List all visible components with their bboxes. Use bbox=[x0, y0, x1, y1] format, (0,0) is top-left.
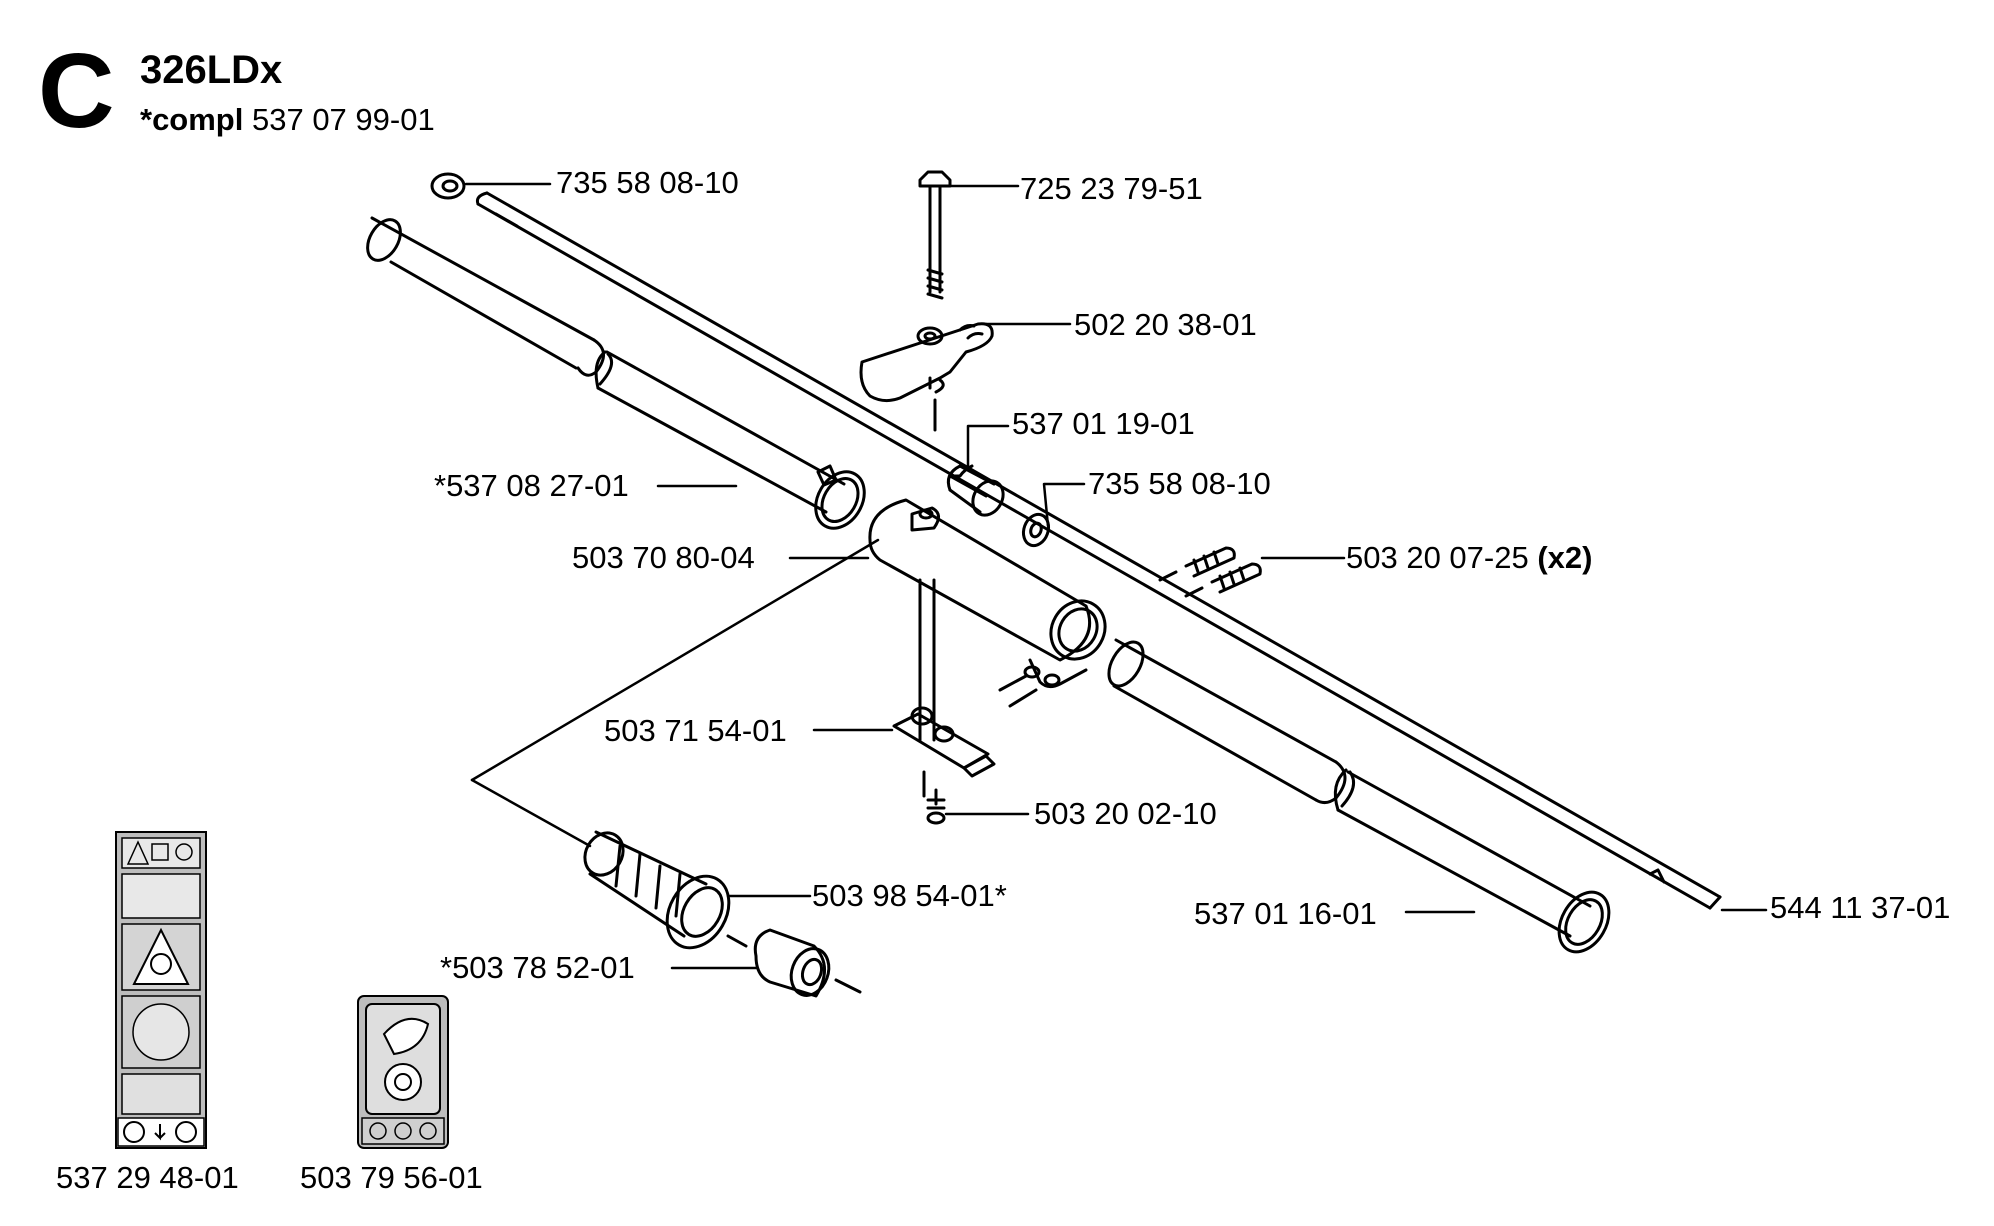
screws-number: 503 20 07-25 bbox=[1346, 540, 1529, 575]
part-label-washer-top: 735 58 08-10 bbox=[556, 165, 739, 200]
ring-drawing bbox=[726, 928, 862, 998]
upper-tube-drawing bbox=[366, 216, 866, 530]
part-label-bracket-screw: 503 20 02-10 bbox=[1034, 796, 1217, 831]
part-label-grip: 503 98 54-01* bbox=[812, 878, 1007, 913]
screws-quantity: (x2) bbox=[1537, 540, 1593, 575]
part-label-lower-tube: 537 01 16-01 bbox=[1194, 896, 1377, 931]
decal-right-drawing bbox=[357, 995, 449, 1149]
coupling-drawing bbox=[868, 498, 1107, 742]
part-label-bushing: 537 01 19-01 bbox=[1012, 406, 1195, 441]
lower-tube-drawing bbox=[1107, 638, 1611, 954]
bushing-drawing bbox=[946, 464, 1005, 517]
part-label-coupling: 503 70 80-04 bbox=[572, 540, 755, 575]
part-label-ring: *503 78 52-01 bbox=[440, 950, 635, 985]
part-label-screws: 503 20 07-25 (x2) bbox=[1346, 542, 1592, 573]
bracket-drawing bbox=[892, 706, 996, 798]
bolt-drawing bbox=[918, 170, 952, 432]
compl-number: 537 07 99-01 bbox=[251, 102, 435, 137]
part-label-decal-right: 503 79 56-01 bbox=[300, 1160, 483, 1195]
screws-drawing bbox=[1158, 546, 1262, 598]
compl-prefix: *compl bbox=[140, 102, 244, 137]
part-label-bracket: 503 71 54-01 bbox=[604, 713, 787, 748]
part-label-washer-mid: 735 58 08-10 bbox=[1088, 466, 1271, 501]
part-label-upper-tube: *537 08 27-01 bbox=[434, 468, 629, 503]
part-label-bolt: 725 23 79-51 bbox=[1020, 171, 1203, 206]
grip-drawing bbox=[583, 830, 731, 950]
drive-shaft bbox=[475, 191, 1722, 910]
washer-mid-drawing bbox=[1021, 512, 1051, 548]
decal-left-drawing bbox=[115, 831, 207, 1149]
section-letter: C bbox=[38, 32, 115, 150]
bracket-screw-drawing bbox=[926, 788, 946, 825]
part-label-wing-knob: 502 20 38-01 bbox=[1074, 307, 1257, 342]
complete-assembly-number: *compl 537 07 99-01 bbox=[140, 104, 435, 135]
part-label-drive-shaft: 544 11 37-01 bbox=[1770, 890, 1951, 925]
washer-top-drawing bbox=[430, 172, 466, 200]
part-label-decal-left: 537 29 48-01 bbox=[56, 1160, 239, 1195]
leader-lines bbox=[464, 182, 1768, 970]
wing-knob-drawing bbox=[859, 322, 994, 403]
model-name: 326LDx bbox=[140, 48, 283, 92]
